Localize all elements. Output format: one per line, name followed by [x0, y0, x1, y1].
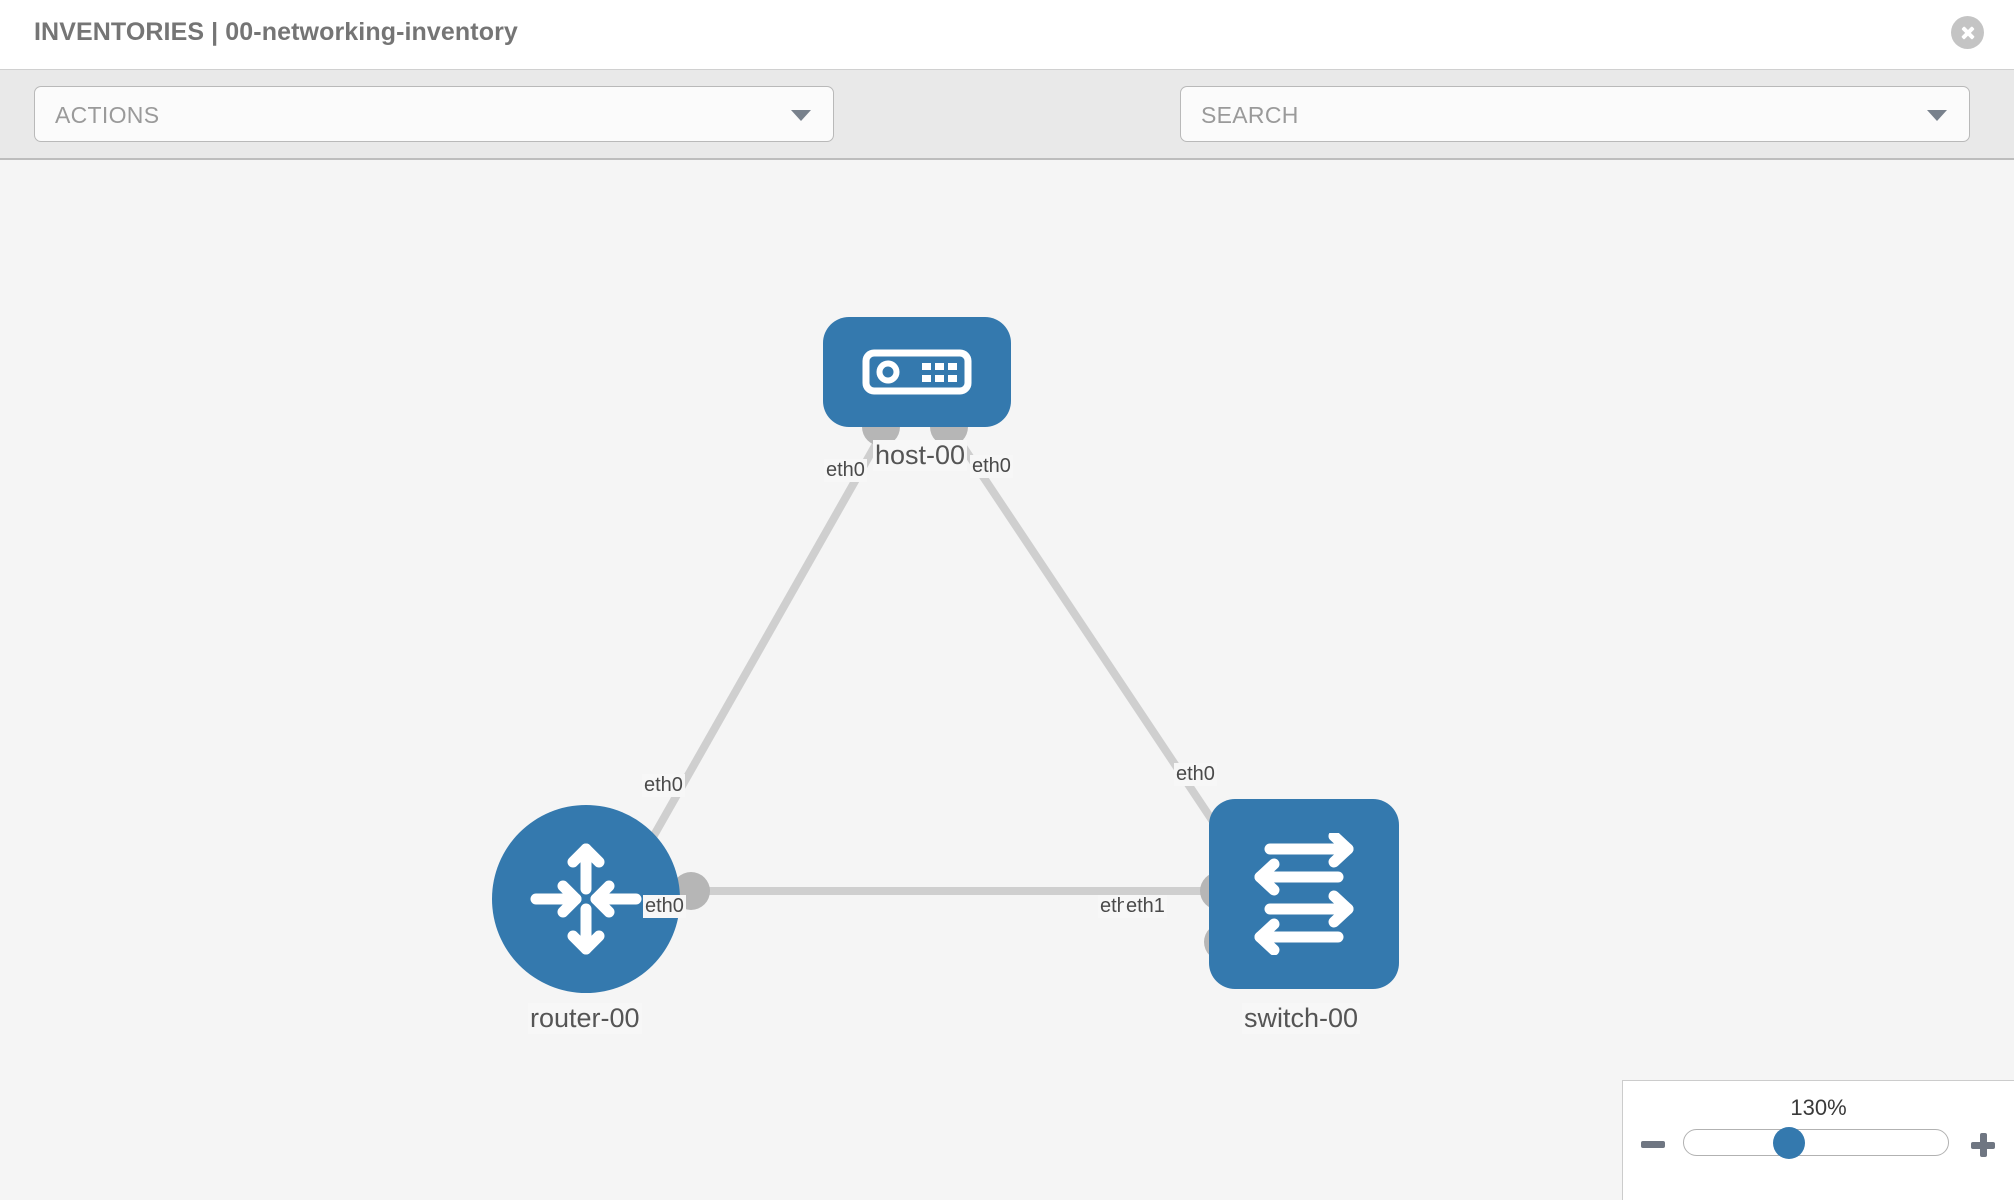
zoom-level-value: 130% [1790, 1095, 1847, 1120]
port-label-router-up: eth0 [642, 774, 685, 797]
port-label-host-left: eth0 [824, 459, 867, 482]
search-placeholder: SEARCH [1201, 102, 1299, 128]
zoom-slider-track[interactable] [1683, 1129, 1949, 1156]
page-title: INVENTORIES | 00-networking-inventory [34, 18, 518, 46]
router-arrows-icon [530, 843, 642, 955]
zoom-slider-thumb[interactable] [1773, 1127, 1805, 1159]
toolbar: ACTIONS SEARCH [0, 70, 2014, 199]
zoom-control: 130% [1622, 1080, 2014, 1200]
switch-arrows-icon [1254, 833, 1354, 955]
minus-icon[interactable] [1641, 1141, 1665, 1148]
topology-canvas[interactable]: host-00 eth0 eth0 router-00 eth0 eth0 [0, 160, 2014, 1200]
actions-dropdown-label: ACTIONS [55, 102, 160, 128]
node-switch-00[interactable] [1209, 799, 1399, 989]
actions-dropdown[interactable]: ACTIONS [34, 86, 834, 142]
server-icon [862, 349, 972, 395]
port-label-router-right: eth0 [643, 895, 686, 918]
close-icon[interactable] [1951, 16, 1984, 49]
port-label-host-right: eth0 [970, 455, 1013, 478]
page-header: INVENTORIES | 00-networking-inventory [0, 0, 2014, 70]
node-router-00[interactable] [492, 805, 680, 993]
search-input[interactable]: SEARCH [1180, 86, 1970, 142]
port-label-switch-left: eth1 [1124, 895, 1167, 918]
chevron-down-icon[interactable] [1927, 110, 1947, 121]
node-label-switch-00: switch-00 [1242, 1003, 1361, 1034]
chevron-down-icon [791, 110, 811, 121]
plus-icon[interactable] [1971, 1133, 1995, 1157]
node-host-00[interactable] [823, 317, 1011, 427]
node-label-router-00: router-00 [528, 1003, 642, 1034]
port-label-switch-up: eth0 [1174, 763, 1217, 786]
topology-links [636, 427, 1236, 895]
link-host-switch [948, 427, 1236, 853]
node-label-host-00: host-00 [873, 440, 968, 471]
